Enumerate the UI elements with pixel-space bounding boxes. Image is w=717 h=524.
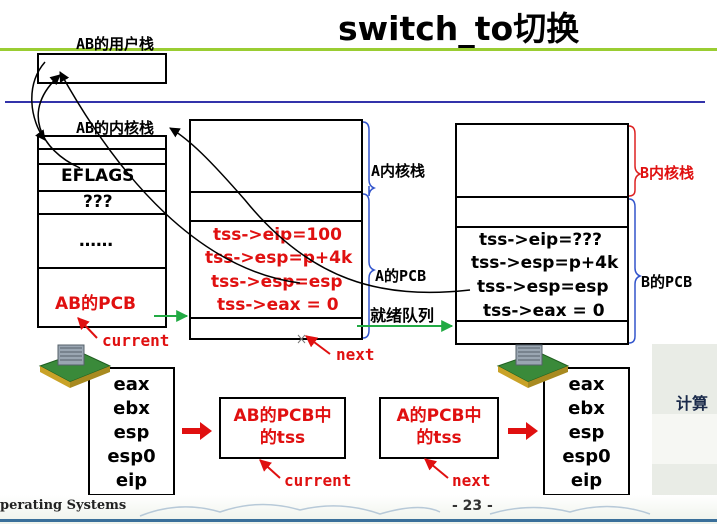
b-kernel-stack-label: B内核栈	[640, 164, 695, 182]
a-tss-line: A的PCB中	[396, 406, 482, 426]
a-pcb-label: A的PCB	[375, 267, 427, 285]
register-ebx: ebx	[568, 398, 605, 419]
ab-stack-unknown: ???	[83, 192, 113, 212]
ab-kernel-stack-label: AB的内核栈	[76, 119, 155, 137]
cpu-registers-right: eax ebx esp esp0 eip	[543, 367, 630, 496]
save-to-tss-arrow	[182, 422, 212, 440]
ab-stack-divider	[37, 190, 167, 192]
ab-pcb-label: AB的PCB	[55, 294, 137, 314]
return-to-user-arrow	[37, 74, 81, 169]
load-from-tss-arrow	[508, 422, 538, 440]
a-esp-to-user-stack-arrow	[59, 71, 301, 284]
a-tss-line: tss->esp=esp	[211, 272, 343, 292]
b-pcb-stack	[455, 123, 629, 345]
ab-stack-divider	[37, 213, 167, 215]
ab-stack-divider	[37, 163, 167, 165]
b-tss-line: tss->eax = 0	[483, 301, 605, 321]
a-stack-bracket	[362, 121, 377, 197]
footer-rule	[0, 519, 717, 522]
ab-stack-divider	[37, 148, 167, 150]
a-pcb-bracket	[362, 193, 377, 339]
a-pcb-stack	[189, 119, 363, 340]
b-tss-line: tss->esp=p+4k	[471, 253, 619, 273]
register-eax: eax	[113, 374, 150, 395]
ab-stack-eflags: EFLAGS	[61, 166, 135, 186]
b-tss-line: tss->eip=???	[479, 230, 603, 250]
footer-wave-decoration	[139, 503, 441, 517]
current-pointer-label: current	[284, 471, 352, 490]
header-rule	[0, 48, 717, 51]
b-stack-divider	[455, 320, 629, 322]
b-tss-line: tss->esp=esp	[477, 277, 609, 297]
ready-queue-label: 就绪队列	[370, 306, 435, 325]
b-stack-divider	[455, 226, 629, 228]
ab-tss-line: AB的PCB中	[233, 406, 332, 426]
register-esp0: esp0	[562, 446, 611, 467]
register-eax: eax	[568, 374, 605, 395]
footer-page-number: - 23 -	[452, 498, 493, 514]
register-ebx: ebx	[113, 398, 150, 419]
a-tss-line: 的tss	[416, 428, 462, 448]
user-kernel-divider	[5, 101, 705, 103]
b-pcb-bracket	[628, 198, 643, 344]
ab-stack-ellipsis: ……	[79, 231, 113, 251]
next-pointer-label: next	[452, 471, 491, 490]
b-esp-to-a-stack-arrow	[169, 127, 471, 294]
a-stack-divider	[189, 191, 363, 193]
a-stack-divider	[189, 317, 363, 319]
cpu-registers-left: eax ebx esp esp0 eip	[88, 367, 175, 496]
ab-tss-line: 的tss	[259, 428, 306, 448]
a-tss-box: A的PCB中 的tss	[379, 397, 499, 459]
side-photo-panel	[652, 414, 717, 464]
side-photo-text: 计算	[676, 394, 709, 413]
ab-tss-box: AB的PCB中 的tss	[219, 397, 346, 459]
next-pointer-arrow	[424, 458, 449, 479]
current-pointer-label: current	[102, 331, 170, 350]
a-stack-divider	[189, 220, 363, 222]
register-eip: eip	[115, 470, 148, 491]
register-esp: esp	[568, 422, 605, 443]
b-stack-bracket	[628, 125, 643, 197]
footer-course: perating Systems	[0, 498, 127, 513]
register-eip: eip	[570, 470, 603, 491]
next-pointer-label: next	[336, 345, 375, 364]
register-esp: esp	[113, 422, 150, 443]
current-pointer-arrow	[77, 317, 98, 339]
current-pointer-arrow	[259, 459, 281, 479]
a-kernel-stack-label: A内核栈	[371, 162, 426, 180]
a-tss-line: tss->eax = 0	[217, 295, 339, 315]
next-pointer-arrow	[305, 335, 331, 355]
page-title: switch_to切换	[338, 9, 580, 48]
cpu-chip-icon	[496, 344, 570, 388]
footer-wave-decoration	[489, 505, 651, 515]
b-stack-divider	[455, 196, 629, 198]
user-to-kernel-arrow	[31, 61, 46, 141]
ready-queue-cross	[297, 334, 306, 344]
cpu-chip-icon	[38, 344, 112, 388]
side-photo: 计算	[652, 344, 717, 524]
ab-kernel-stack	[37, 135, 167, 328]
ab-user-stack-label: AB的用户栈	[76, 35, 155, 53]
register-esp0: esp0	[107, 446, 156, 467]
b-pcb-label: B的PCB	[641, 273, 693, 291]
ab-stack-divider	[37, 267, 167, 269]
